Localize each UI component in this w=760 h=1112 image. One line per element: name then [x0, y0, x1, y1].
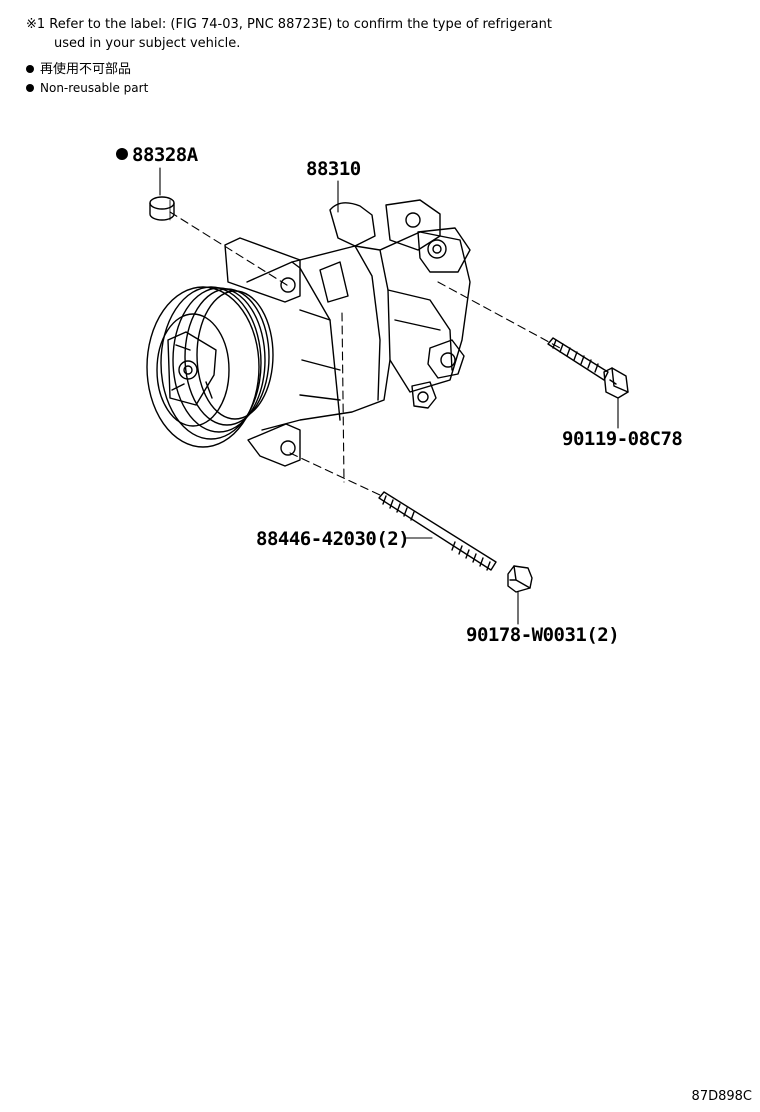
vertical-alignment-line	[341, 312, 345, 483]
illustration-code: 87D898C	[691, 1089, 752, 1104]
non-reusable-dot-icon	[26, 83, 34, 92]
stud-bolt-part	[378, 491, 497, 571]
seal-alignment-line	[169, 211, 291, 288]
legend-english-text: Non-reusable part	[40, 81, 149, 95]
non-reusable-dot-icon	[26, 64, 34, 73]
legend-english: Non-reusable part	[26, 80, 148, 96]
stud-alignment-line	[289, 452, 383, 497]
nut-part	[507, 565, 533, 593]
seal-part-number-label: 88328A	[116, 144, 198, 166]
legend-japanese: 再使用不可部品	[26, 62, 131, 78]
alignment-lines	[169, 211, 561, 497]
upper-bolt-part-number: 90119-08C78	[562, 428, 683, 450]
leader-lines	[159, 167, 619, 625]
refrigerant-note-line1: ※1 Refer to the label: (FIG 74-03, PNC 8…	[26, 17, 552, 32]
seal-part-number: 88328A	[132, 144, 198, 166]
legend-japanese-text: 再使用不可部品	[40, 62, 132, 77]
seal-ring-part	[149, 196, 175, 221]
compressor-part	[146, 199, 471, 467]
compressor-part-number: 88310	[306, 158, 361, 180]
upper-bolt-part	[547, 337, 629, 399]
stud-part-number: 88446-42030(2)	[256, 528, 410, 550]
nut-part-number: 90178-W0031(2)	[466, 624, 620, 646]
upper-bolt-alignment-line	[437, 281, 561, 349]
refrigerant-note-line2: used in your subject vehicle.	[54, 36, 241, 51]
non-reusable-dot-icon	[116, 147, 128, 160]
